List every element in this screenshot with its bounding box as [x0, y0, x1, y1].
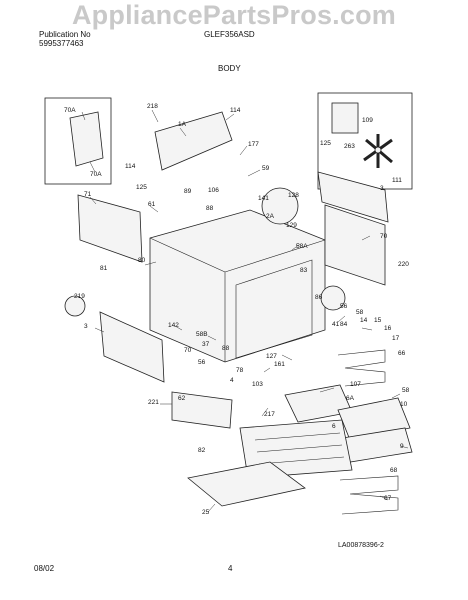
callout-label: 62 [178, 395, 186, 402]
callout-label: 58 [356, 309, 364, 316]
inset-56-circle [320, 285, 346, 311]
part-vent-duct [154, 111, 233, 171]
callout-label: 61 [148, 201, 156, 208]
callout-label: 6 [332, 423, 336, 430]
part-oven-cavity [149, 209, 326, 363]
publication-line-2: 5995377463 [39, 39, 84, 48]
callout-label: 161 [274, 361, 285, 368]
callout-label: 125 [320, 140, 331, 147]
model-number: GLEF356ASD [204, 30, 255, 39]
inset-219-circle [64, 295, 86, 317]
part-hinge-bracket [171, 391, 233, 429]
callout-label: 82 [198, 447, 206, 454]
callout-label: 177 [248, 141, 259, 148]
callout-label: 84 [340, 321, 348, 328]
callout-label: 70 [380, 233, 388, 240]
part-fan-motor [331, 102, 359, 134]
part-bake-element [337, 349, 386, 387]
section-title: BODY [218, 64, 241, 73]
callout-label: 109 [362, 117, 373, 124]
callout-label: 141 [258, 195, 269, 202]
callout-label: 70A [64, 107, 76, 114]
callout-label: 16 [384, 325, 392, 332]
callout-label: 56 [340, 303, 348, 310]
callout-label: 2A [266, 213, 275, 220]
callout-label: 89 [184, 188, 192, 195]
callout-label: 10 [400, 401, 408, 408]
diagram-code: LA00878396-2 [338, 542, 384, 549]
callout-label: 78 [236, 367, 244, 374]
callout-label: 56 [198, 359, 206, 366]
part-lower-side-panel [99, 311, 165, 383]
callout-label: 111 [392, 177, 402, 184]
callout-label: 106 [208, 187, 219, 194]
callout-label: 220 [398, 261, 409, 268]
callout-label: 221 [148, 399, 159, 406]
callout-label: 114 [125, 163, 136, 170]
inset-70a-box [44, 97, 112, 185]
callout-label: 41 [332, 321, 340, 328]
part-back-panel [324, 204, 386, 286]
callout-label: 83 [300, 267, 308, 274]
callout-label: 67 [384, 495, 392, 502]
callout-label: 129 [286, 222, 297, 229]
callout-label: 103 [252, 381, 263, 388]
callout-label: 58 [402, 387, 410, 394]
part-fan-blade [363, 134, 393, 168]
inset-141-circle [261, 187, 299, 225]
callout-label: 70 [184, 347, 192, 354]
callout-label: 127 [266, 353, 277, 360]
footer-date: 08/02 [34, 564, 55, 573]
part-top-panel [317, 171, 389, 223]
part-broil-pan-insert [337, 397, 411, 441]
part-bottom-element [339, 475, 399, 515]
callout-label: 4 [230, 377, 234, 384]
callout-label: 71 [84, 191, 92, 198]
callout-label: 80 [138, 257, 146, 264]
callout-label: 25 [202, 509, 210, 516]
part-side-panel-left [77, 194, 143, 263]
callout-label: 217 [264, 411, 275, 418]
callout-label: 70A [90, 171, 102, 178]
publication-number: Publication No 5995377463 [39, 30, 91, 48]
callout-label: 14 [360, 317, 368, 324]
part-bottom-panel [187, 461, 306, 507]
callout-label: 1A [178, 121, 187, 128]
callout-label: 125 [136, 184, 147, 191]
callout-label: 37 [202, 341, 210, 348]
callout-label: 81 [100, 265, 108, 272]
watermark: AppliancePartsPros.com [71, 0, 396, 30]
callout-label: 58B [196, 331, 208, 338]
callout-label: 88 [222, 345, 230, 352]
callout-label: 3 [84, 323, 88, 330]
footer-page: 4 [228, 564, 233, 573]
callout-label: 219 [74, 293, 85, 300]
callout-label: 218 [147, 103, 158, 110]
callout-label: 68 [390, 467, 398, 474]
callout-label: 6A [346, 395, 355, 402]
callout-label: 66 [398, 350, 406, 357]
callout-label: 128 [288, 192, 299, 199]
callout-label: 3 [380, 185, 384, 192]
callout-label: 59 [262, 165, 270, 172]
callout-label: 142 [168, 322, 179, 329]
callout-label: 17 [392, 335, 400, 342]
publication-line-1: Publication No [39, 30, 91, 39]
part-70a-panel [69, 111, 104, 167]
callout-label: 9 [400, 443, 404, 450]
callout-labels: 70A2181141A177591251092631117112570A1148… [64, 103, 410, 516]
callout-label: 114 [230, 107, 241, 114]
callout-label: 88 [206, 205, 214, 212]
callout-label: 15 [374, 317, 382, 324]
callout-label: 86 [315, 294, 323, 301]
callout-label: 263 [344, 143, 355, 150]
callout-label: 58A [296, 243, 308, 250]
callout-label: 107 [350, 381, 361, 388]
